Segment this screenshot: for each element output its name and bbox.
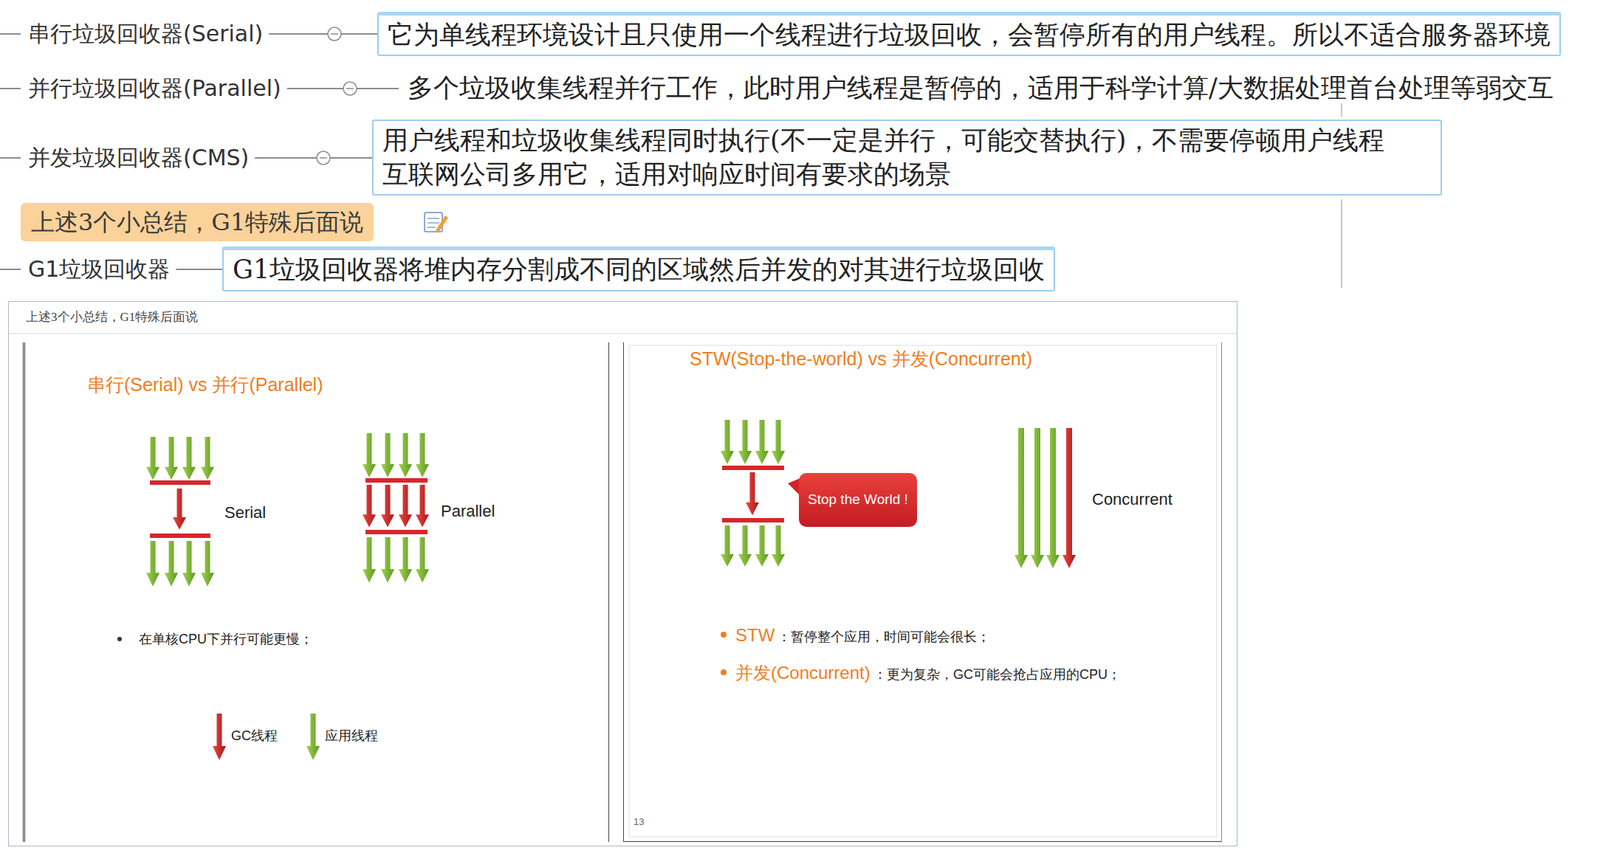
detail-text: 它为单线程环境设计且只使用一个线程进行垃圾回收，会暂停所有的用户线程。所以不适合… <box>387 18 1551 53</box>
detail-box: 它为单线程环境设计且只使用一个线程进行垃圾回收，会暂停所有的用户线程。所以不适合… <box>377 11 1561 57</box>
note-icon <box>424 212 449 233</box>
detail-text: G1垃圾回收器将堆内存分割成不同的区域然后并发的对其进行垃圾回收 <box>232 253 1045 288</box>
legend-entry: 应用线程 <box>324 728 379 745</box>
legend-text: 应用线程 <box>324 728 379 745</box>
topic-node: 并发垃圾回收器(CMS) <box>22 141 255 175</box>
bullet-keyword: 并发(Concurrent) <box>735 663 871 685</box>
topic-text: G1垃圾回收器 <box>28 255 170 284</box>
slide-frame <box>629 345 1217 838</box>
detail-box: 用户线程和垃圾收集线程同时执行(不一定是并行，可能交替执行)，不需要停顿用户线程… <box>372 119 1442 196</box>
parallel-illustration <box>362 433 429 584</box>
stw-illustration <box>720 420 785 568</box>
topic-node: 串行垃圾回收器(Serial) <box>22 16 269 51</box>
bullet-keyword: STW <box>735 625 775 647</box>
topic-text: 串行垃圾回收器(Serial) <box>28 19 263 48</box>
branch-line <box>268 33 378 35</box>
branch-line <box>175 268 223 271</box>
branch-stub <box>0 33 21 270</box>
diagram-label: Serial <box>224 503 266 523</box>
detail-text: 多个垃圾收集线程并行工作，此时用户线程是暂停的，适用于科学计算/大数据处理首台处… <box>407 71 1554 106</box>
page-number: 13 <box>633 816 644 829</box>
diagram-label: Concurrent <box>1092 490 1173 510</box>
note-panel: 上述3个小总结，G1特殊后面说串行(Serial) vs 并行(Parallel… <box>8 301 1238 847</box>
gc-thread-arrow <box>212 713 226 761</box>
topic-node: G1垃圾回收器 <box>22 252 176 287</box>
detail-text: 用户线程和垃圾收集线程同时执行(不一定是并行，可能交替执行)，不需要停顿用户线程… <box>382 124 1432 192</box>
bullet-dot <box>720 669 727 676</box>
diagram-label: Parallel <box>440 502 495 522</box>
bullet-dot <box>720 632 727 638</box>
bullet-text: 在单核CPU下并行可能更慢； <box>138 632 314 649</box>
callout-text: Stop the World ! <box>807 491 909 509</box>
panel-title: 上述3个小总结，G1特殊后面说 <box>25 310 198 325</box>
summary-text: 上述3个小总结，G1特殊后面说 <box>31 207 364 238</box>
concurrent-illustration <box>1014 428 1076 569</box>
collapse-toggle <box>316 27 357 165</box>
legend-text: GC线程 <box>231 728 278 745</box>
panel-header-line <box>8 333 1237 335</box>
slide: STW(Stop-the-world) vs 并发(Concurrent) STW… <box>623 342 1222 843</box>
bullet-text: ：暂停整个应用，时间可能会很长； <box>777 629 991 647</box>
slide-title: STW(Stop-the-world) vs 并发(Concurrent) <box>689 347 1033 370</box>
summary-topic: 上述3个小总结，G1特殊后面说 <box>20 203 374 242</box>
slide-title: 串行(Serial) vs 并行(Parallel) <box>87 373 323 396</box>
topic-text: 并行垃圾回收器(Parallel) <box>28 74 282 103</box>
branch-line <box>254 157 373 159</box>
bullet-text: ：更为复杂，GC可能会抢占应用的CPU； <box>873 667 1121 684</box>
slide: 串行(Serial) vs 并行(Parallel) 在单核CPU下并行可能更慢； <box>22 342 610 843</box>
serial-illustration <box>146 437 215 587</box>
topic-text: 并发垃圾回收器(CMS) <box>28 143 249 173</box>
detail-note: 多个垃圾收集线程并行工作，此时用户线程是暂停的，适用于科学计算/大数据处理首台处… <box>398 68 1563 109</box>
topic-node: 并行垃圾回收器(Parallel) <box>22 71 288 106</box>
callout-bubble: Stop the World ! <box>798 473 918 528</box>
app-thread-arrow <box>306 713 320 761</box>
bullet-dot <box>117 637 122 642</box>
legend-entry: GC线程 <box>231 728 278 745</box>
detail-box: G1垃圾回收器将堆内存分割成不同的区域然后并发的对其进行垃圾回收 <box>222 246 1056 292</box>
